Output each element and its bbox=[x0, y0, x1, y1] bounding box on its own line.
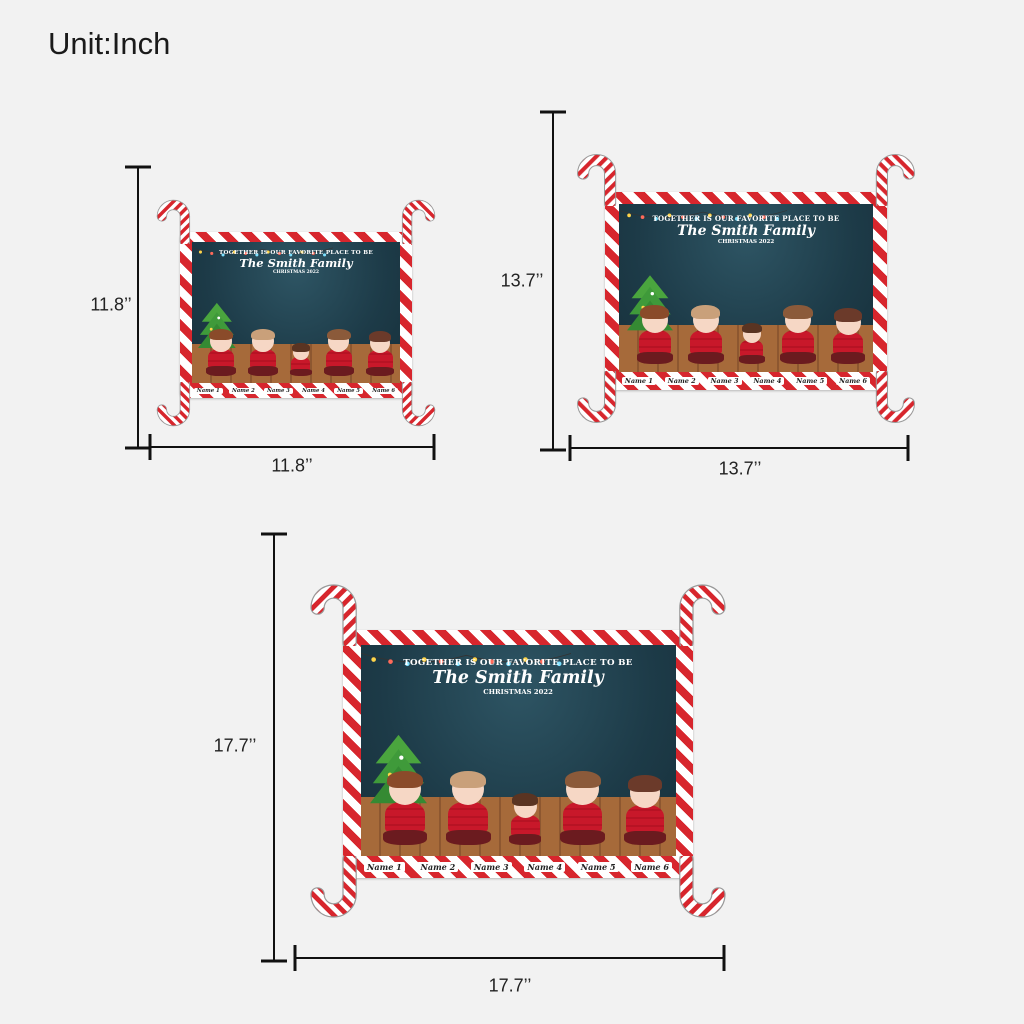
name-label: Name 5 bbox=[334, 387, 363, 394]
large-height-label: 17.7’’ bbox=[213, 735, 257, 756]
year-text: CHRISTMAS 2022 bbox=[483, 687, 553, 696]
medium-width-label: 13.7’’ bbox=[718, 458, 762, 479]
person-figure bbox=[248, 328, 278, 377]
candy-cane-icon bbox=[577, 153, 617, 206]
person-figure bbox=[324, 328, 354, 377]
person-figure bbox=[687, 304, 724, 364]
placemat-medium: TOGETHER IS OUR FAVORITE PLACE TO BE The… bbox=[605, 192, 887, 390]
candy-cane-icon bbox=[875, 153, 915, 206]
name-label: Name 1 bbox=[621, 377, 656, 386]
name-labels: Name 1 Name 2 Name 3 Name 4 Name 5 Name 6 bbox=[364, 861, 672, 872]
candy-cane-icon bbox=[402, 199, 436, 244]
name-label: Name 1 bbox=[364, 861, 405, 872]
family-name: The Smith Family bbox=[239, 256, 353, 271]
candy-cane-icon bbox=[402, 381, 436, 427]
candy-cane-icon bbox=[156, 199, 190, 244]
family-group bbox=[382, 736, 667, 846]
person-figure bbox=[779, 304, 816, 364]
person-figure bbox=[290, 343, 312, 377]
person-figure bbox=[445, 770, 491, 846]
christmas-scene: TOGETHER IS OUR FAVORITE PLACE TO BE The… bbox=[619, 203, 873, 373]
person-figure bbox=[206, 328, 236, 377]
candy-cane-icon bbox=[875, 371, 915, 424]
person-figure bbox=[831, 307, 866, 364]
christmas-scene: TOGETHER IS OUR FAVORITE PLACE TO BE The… bbox=[360, 644, 676, 856]
small-height-label: 11.8’’ bbox=[90, 294, 132, 315]
large-width-label: 17.7’’ bbox=[488, 975, 532, 996]
family-group bbox=[636, 276, 866, 364]
candy-cane-icon bbox=[679, 584, 726, 646]
person-figure bbox=[623, 774, 667, 846]
unit-title: Unit:Inch bbox=[48, 26, 171, 61]
tagline: TOGETHER IS OUR FAVORITE PLACE TO BE bbox=[652, 213, 840, 223]
candy-cane-icon bbox=[679, 855, 726, 918]
person-figure bbox=[560, 770, 605, 846]
string-lights bbox=[191, 247, 333, 257]
family-group bbox=[206, 303, 395, 377]
name-label: Name 6 bbox=[369, 387, 399, 394]
person-figure bbox=[739, 322, 765, 364]
string-lights bbox=[360, 652, 572, 667]
tagline: TOGETHER IS OUR FAVORITE PLACE TO BE bbox=[403, 657, 633, 668]
name-labels: Name 1 Name 2 Name 3 Name 4 Name 5 Name 6 bbox=[621, 377, 871, 386]
title-block: TOGETHER IS OUR FAVORITE PLACE TO BE The… bbox=[619, 214, 873, 245]
name-label: Name 2 bbox=[417, 861, 459, 872]
family-name: The Smith Family bbox=[432, 667, 604, 688]
string-lights bbox=[619, 210, 788, 221]
christmas-scene: TOGETHER IS OUR FAVORITE PLACE TO BE The… bbox=[191, 241, 401, 384]
medium-height-label: 13.7’’ bbox=[500, 270, 544, 291]
small-width-label: 11.8’’ bbox=[271, 455, 313, 476]
candy-cane-icon bbox=[310, 584, 357, 646]
name-label: Name 6 bbox=[836, 377, 871, 386]
title-block: TOGETHER IS OUR FAVORITE PLACE TO BE The… bbox=[192, 250, 401, 275]
name-label: Name 1 bbox=[193, 387, 223, 394]
placemat-small: TOGETHER IS OUR FAVORITE PLACE TO BE The… bbox=[180, 232, 412, 398]
name-label: Name 4 bbox=[524, 861, 566, 872]
name-label: Name 3 bbox=[707, 377, 742, 386]
name-label: Name 3 bbox=[470, 861, 512, 872]
name-label: Name 6 bbox=[631, 861, 672, 872]
year-text: CHRISTMAS 2022 bbox=[717, 238, 775, 245]
title-block: TOGETHER IS OUR FAVORITE PLACE TO BE The… bbox=[361, 658, 676, 696]
name-label: Name 4 bbox=[299, 387, 328, 394]
name-label: Name 5 bbox=[577, 861, 619, 872]
name-label: Name 4 bbox=[750, 377, 785, 386]
candy-cane-icon bbox=[310, 855, 357, 918]
name-label: Name 2 bbox=[228, 387, 258, 394]
name-labels: Name 1 Name 2 Name 3 Name 4 Name 5 Name 6 bbox=[193, 387, 399, 394]
name-label: Name 5 bbox=[793, 377, 828, 386]
placemat-large: TOGETHER IS OUR FAVORITE PLACE TO BE The… bbox=[343, 630, 693, 878]
name-label: Name 3 bbox=[264, 387, 293, 394]
tagline: TOGETHER IS OUR FAVORITE PLACE TO BE bbox=[219, 250, 373, 257]
candy-cane-icon bbox=[156, 381, 190, 427]
person-figure bbox=[509, 793, 542, 846]
name-label: Name 2 bbox=[664, 377, 699, 386]
person-figure bbox=[636, 304, 673, 364]
year-text: CHRISTMAS 2022 bbox=[272, 270, 320, 276]
family-name: The Smith Family bbox=[677, 222, 815, 239]
person-figure bbox=[366, 331, 395, 377]
candy-cane-icon bbox=[577, 371, 617, 424]
person-figure bbox=[382, 770, 428, 846]
